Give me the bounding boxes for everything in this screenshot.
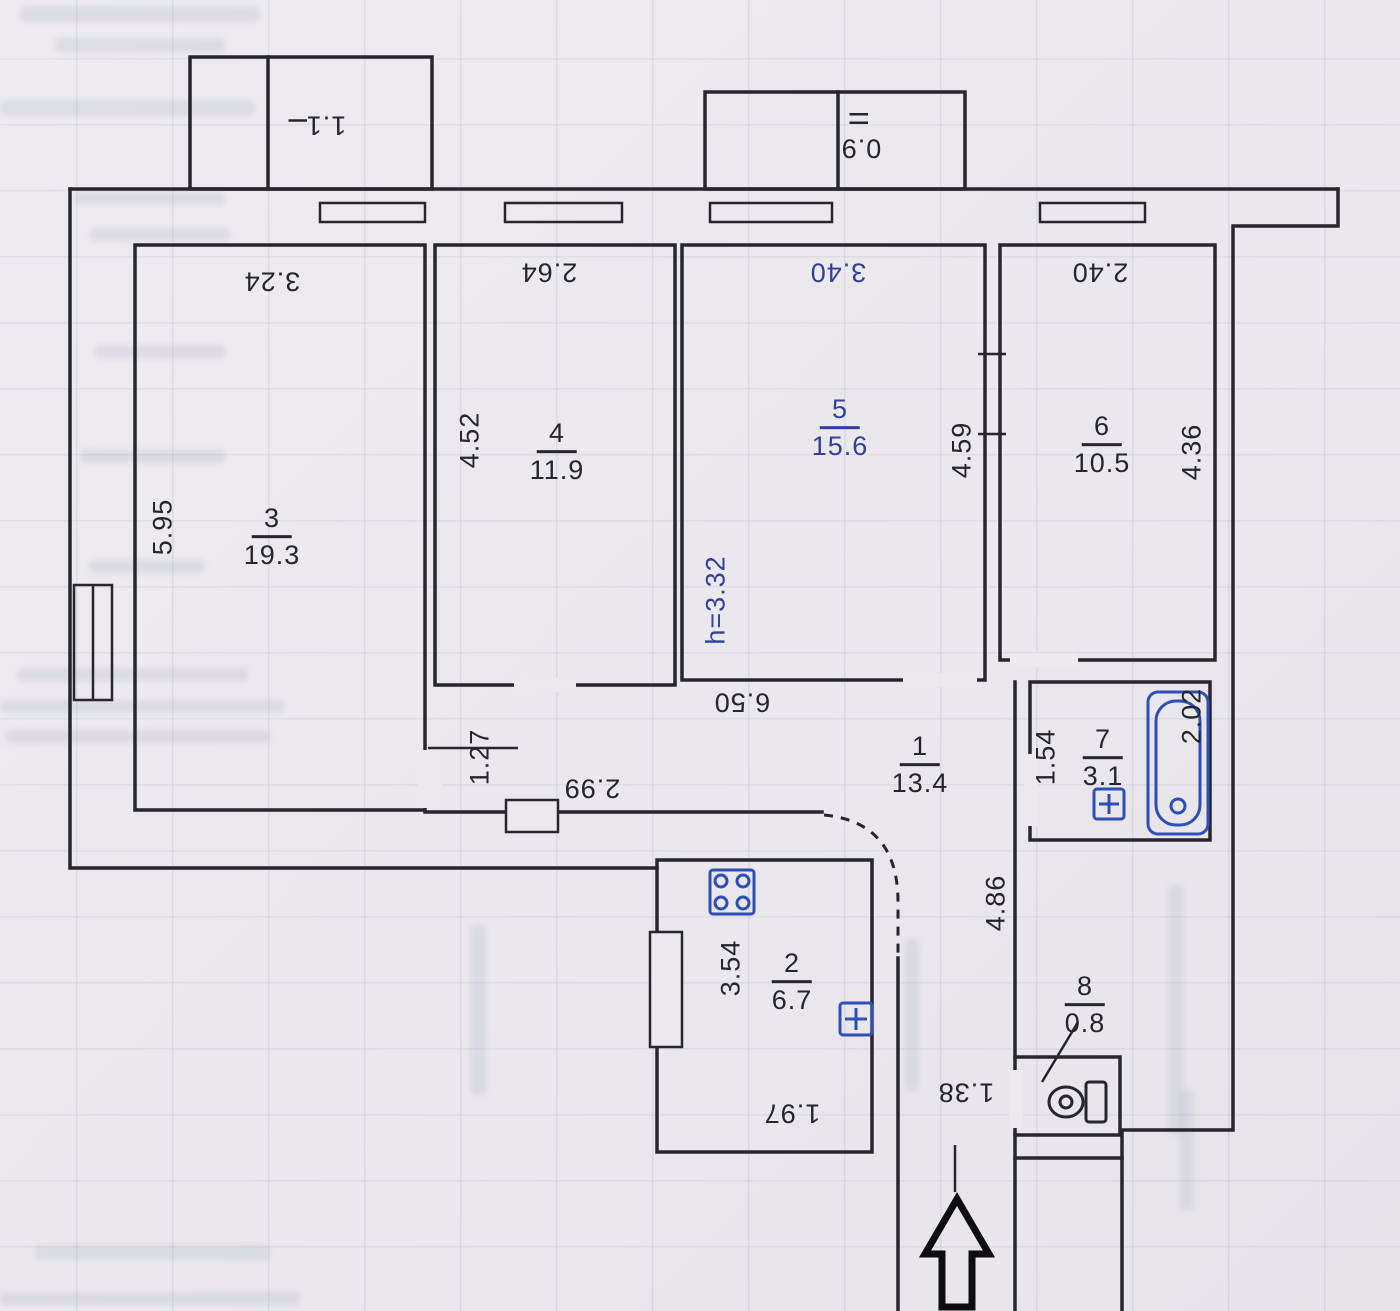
dim-2-64: 2.64: [520, 257, 578, 288]
room-number: 2: [771, 949, 813, 984]
room-6-label: 6 10.5: [1074, 412, 1131, 478]
bathtub-icon: [1146, 690, 1210, 836]
room-number: 5: [819, 395, 861, 430]
room-area: 10.5: [1073, 448, 1131, 479]
room-7-label: 7 3.1: [1083, 725, 1124, 791]
dim-1-54: 1.54: [1030, 728, 1061, 786]
ceiling-height-note: h=3.32: [700, 555, 731, 645]
entrance-arrow-icon: [918, 1192, 996, 1311]
outer-walls: [68, 187, 1340, 1311]
dim-3-24: 3.24: [243, 266, 301, 297]
dim-3-40: 3.40: [809, 257, 867, 288]
dim-4-52: 4.52: [454, 411, 485, 469]
balcony-2-area: 0.9: [840, 133, 882, 164]
room-area: 15.6: [811, 431, 869, 462]
room-area: 0.8: [1064, 1008, 1106, 1039]
dim-5-95: 5.95: [147, 498, 178, 556]
room-3-label: 3 19.3: [244, 504, 301, 570]
dim-1-38: 1.38: [937, 1077, 995, 1108]
room-area: 13.4: [891, 768, 949, 799]
dim-2-99: 2.99: [563, 773, 621, 804]
room-8-label: 8 0.8: [1065, 972, 1106, 1038]
balcony-2-mark: II: [843, 110, 874, 128]
dim-2-02: 2.02: [1176, 687, 1207, 745]
dim-4-59: 4.59: [946, 421, 977, 479]
bath-sink-icon: [1092, 787, 1126, 821]
door-swing-arc: [823, 813, 900, 956]
room-area: 19.3: [243, 540, 301, 571]
room-number: 4: [536, 419, 578, 454]
kitchen-sink-icon: [838, 1001, 874, 1037]
dim-6-50: 6.50: [713, 687, 771, 718]
room-number: 8: [1064, 972, 1106, 1007]
dimension-ticks: [428, 352, 1080, 1192]
door-openings: [418, 653, 1078, 1128]
room-number: 3: [251, 504, 293, 539]
dim-4-86: 4.86: [980, 874, 1011, 932]
dim-1-27: 1.27: [464, 728, 495, 786]
window-symbols: [72, 201, 1147, 1049]
dim-3-54: 3.54: [715, 939, 746, 997]
stove-icon: [708, 868, 756, 916]
dim-4-36: 4.36: [1176, 423, 1207, 481]
room-2-label: 2 6.7: [772, 949, 813, 1015]
room-1-label: 1 13.4: [892, 732, 949, 798]
room-number: 6: [1081, 412, 1123, 447]
room-number: 7: [1082, 725, 1124, 760]
room-walls: [133, 243, 1217, 1311]
room-area: 6.7: [771, 985, 813, 1016]
room-number: 1: [899, 732, 941, 767]
room-4-label: 4 11.9: [530, 419, 585, 485]
room-area: 3.1: [1082, 761, 1124, 792]
dim-2-40: 2.40: [1071, 257, 1129, 288]
room-area: 11.9: [529, 455, 585, 486]
balcony-1-area: 1.1: [305, 110, 347, 141]
room-5-label: 5 15.6: [812, 395, 869, 461]
toilet-icon: [1047, 1080, 1108, 1124]
dim-1-97: 1.97: [763, 1098, 821, 1129]
